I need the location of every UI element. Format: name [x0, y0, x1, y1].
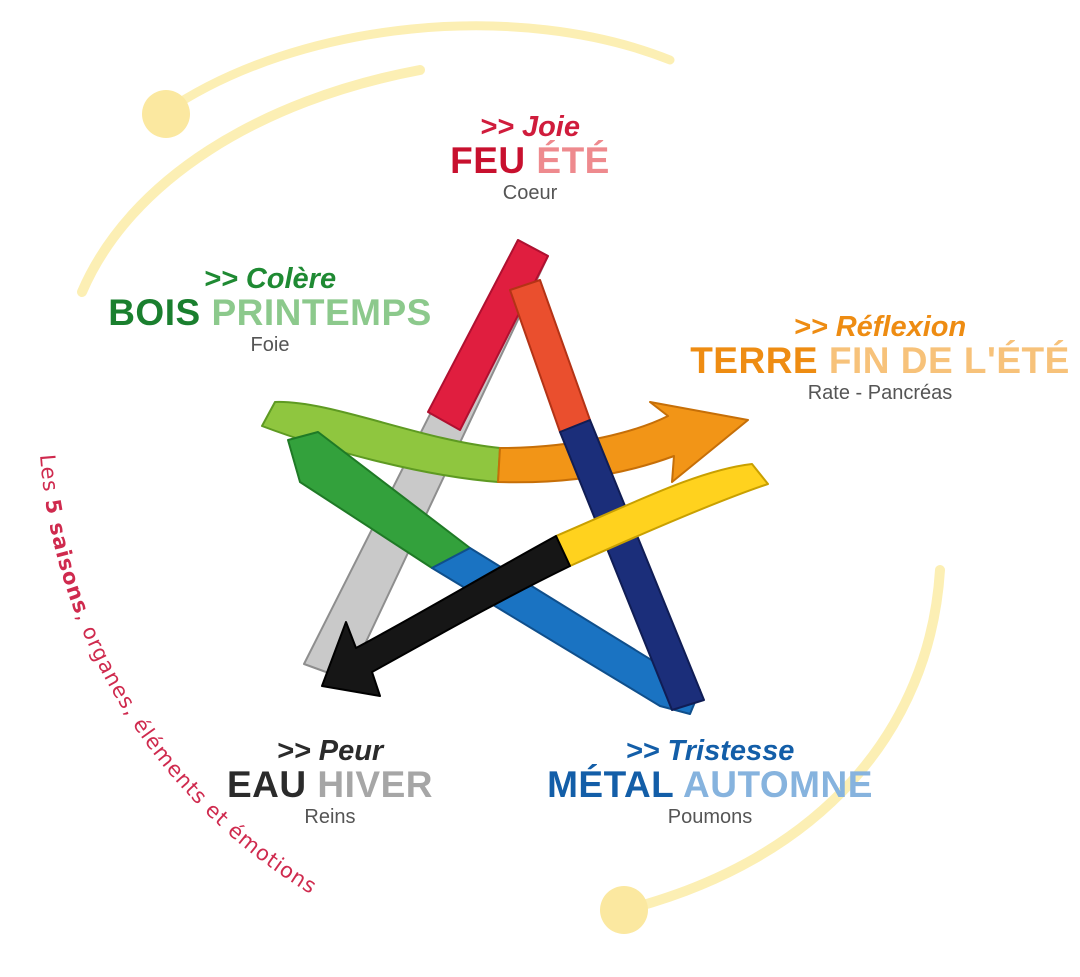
wood-emotion: >> Colère — [203, 263, 337, 295]
metal-label: >> Tristesse MÉTAL AUTOMNE Poumons — [510, 736, 910, 828]
fire-organ: Coeur — [502, 182, 558, 205]
star-stroke-orange-red — [509, 279, 591, 433]
decorative-arcs — [77, 21, 945, 934]
metal-season: AUTOMNE — [683, 764, 873, 806]
wood-organ: Foie — [250, 334, 290, 357]
water-organ: Reins — [304, 806, 356, 829]
star-stroke-navy — [559, 419, 705, 711]
star-stroke-black — [321, 535, 571, 697]
fire-element: FEU — [450, 140, 526, 182]
metal-emotion: >> Tristesse — [625, 735, 795, 767]
wood-element-line: BOIS PRINTEMPS — [100, 294, 440, 333]
water-season: HIVER — [317, 764, 433, 806]
side-caption: Les 5 saisons, organes, éléments et émot… — [35, 453, 321, 899]
water-emotion: >> Peur — [276, 735, 384, 767]
earth-emotion: >> Réflexion — [793, 311, 967, 343]
fire-season: ÉTÉ — [536, 140, 610, 182]
earth-label: >> Réflexion TERRE FIN DE L'ÉTÉ Rate - P… — [690, 312, 1070, 404]
fire-label: >> Joie FEU ÉTÉ Coeur — [380, 112, 680, 204]
earth-element: TERRE — [690, 340, 819, 382]
water-label: >> Peur EAU HIVER Reins — [190, 736, 470, 828]
metal-element-line: MÉTAL AUTOMNE — [510, 766, 910, 805]
metal-element: MÉTAL — [547, 764, 674, 806]
wood-label: >> Colère BOIS PRINTEMPS Foie — [100, 264, 440, 356]
water-element: EAU — [227, 764, 307, 806]
fire-emotion: >> Joie — [480, 111, 580, 143]
bottom-arc — [620, 565, 945, 915]
top-arc-outer — [160, 21, 675, 117]
side-caption-bold: 5 saisons — [40, 497, 94, 617]
wood-element: BOIS — [108, 292, 201, 334]
side-caption-prefix: Les — [35, 453, 64, 501]
water-element-line: EAU HIVER — [190, 766, 470, 805]
earth-season: FIN DE L'ÉTÉ — [828, 340, 1070, 382]
fire-element-line: FEU ÉTÉ — [380, 142, 680, 181]
star-stroke-orange — [497, 401, 749, 484]
wood-season: PRINTEMPS — [211, 292, 432, 334]
star — [261, 239, 769, 715]
bottom-arc-dot — [600, 886, 648, 934]
earth-organ: Rate - Pancréas — [807, 382, 953, 405]
top-arc-dot — [142, 90, 190, 138]
metal-organ: Poumons — [667, 806, 753, 829]
earth-element-line: TERRE FIN DE L'ÉTÉ — [690, 342, 1070, 381]
top-arc-inner — [77, 65, 425, 297]
